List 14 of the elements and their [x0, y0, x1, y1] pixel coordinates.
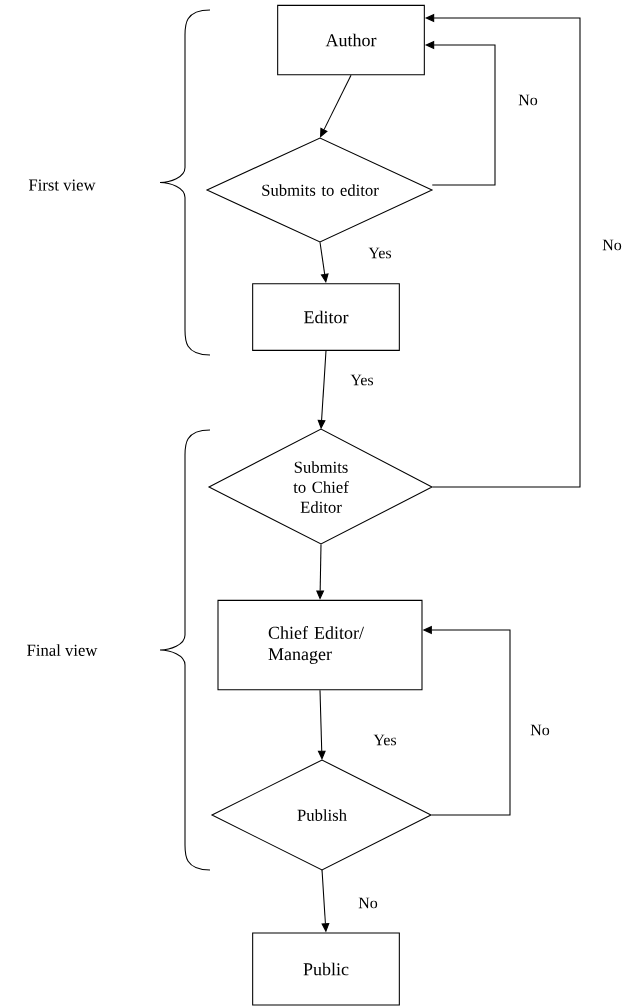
edge-label: No — [516, 93, 540, 107]
process-box: Public — [252, 932, 400, 1006]
side-label: Final view — [27, 644, 98, 656]
side-label: First view — [28, 179, 96, 191]
edge-label: No — [600, 238, 624, 252]
arrow — [320, 74, 352, 138]
edge-label: Yes — [367, 246, 393, 260]
process-box: Author — [277, 4, 425, 76]
process-box: Chief Editor/ Manager — [217, 599, 423, 691]
edge-label: No — [528, 723, 552, 737]
edge-label: No — [356, 896, 380, 910]
process-box: Editor — [252, 283, 400, 351]
edge-label: Yes — [372, 733, 398, 747]
edge-label: Yes — [349, 373, 375, 387]
